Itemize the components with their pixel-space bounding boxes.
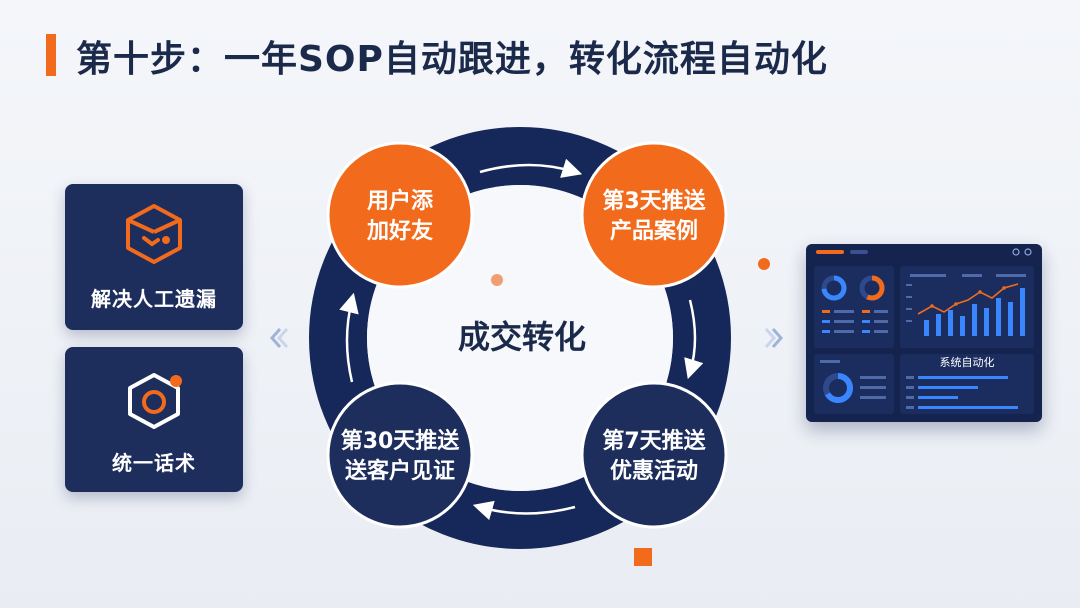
arrow-icon bbox=[479, 158, 583, 178]
window-dot-icon bbox=[1024, 248, 1032, 256]
cycle-node-day7: 第7天推送 优惠活动 bbox=[580, 381, 728, 529]
chevron-right-icon bbox=[763, 326, 785, 354]
arrow-icon bbox=[339, 292, 359, 383]
decor-dot bbox=[758, 258, 770, 270]
node-line1: 第3天推送 bbox=[602, 188, 705, 214]
node-line1: 第30天推送 bbox=[341, 428, 460, 454]
card-label: 解决人工遗漏 bbox=[91, 287, 217, 311]
dashboard-mockup: 系统自动化 bbox=[806, 244, 1042, 422]
page-title: 第十步：一年SOP自动跟进，转化流程自动化 bbox=[76, 39, 828, 80]
box-check-icon bbox=[122, 202, 186, 270]
title-accent-bar bbox=[46, 34, 56, 76]
decor-dot bbox=[491, 274, 503, 286]
node-line2: 产品案例 bbox=[610, 218, 698, 244]
chevron-left-icon bbox=[268, 326, 290, 354]
card-reduce-omissions: 解决人工遗漏 bbox=[65, 184, 243, 330]
dashboard-panel-title: 系统自动化 bbox=[940, 355, 995, 369]
node-line2: 加好友 bbox=[366, 218, 433, 244]
node-line1: 用户添 bbox=[367, 188, 434, 214]
node-line1: 第7天推送 bbox=[602, 428, 705, 454]
cycle-node-day3: 第3天推送 产品案例 bbox=[580, 141, 728, 289]
cycle-node-add-friend: 用户添 加好友 bbox=[326, 141, 474, 289]
conversion-cycle-diagram: 用户添 加好友 第3天推送 产品案例 第7天推送 优惠活动 第30天推送 送客户… bbox=[309, 127, 731, 549]
decor-square bbox=[634, 548, 652, 566]
node-line2: 优惠活动 bbox=[610, 458, 698, 484]
card-label: 统一话术 bbox=[112, 451, 196, 475]
cycle-center-label: 成交转化 bbox=[458, 318, 586, 356]
cycle-node-day30: 第30天推送 送客户见证 bbox=[326, 381, 474, 529]
window-dot-icon bbox=[1012, 248, 1020, 256]
card-unified-script: 统一话术 bbox=[65, 347, 243, 492]
cycle-ring bbox=[309, 127, 731, 549]
arrow-icon bbox=[684, 299, 704, 380]
hexagon-ring-icon bbox=[122, 371, 186, 435]
arrow-icon bbox=[472, 500, 576, 521]
node-line2: 送客户见证 bbox=[345, 458, 455, 484]
